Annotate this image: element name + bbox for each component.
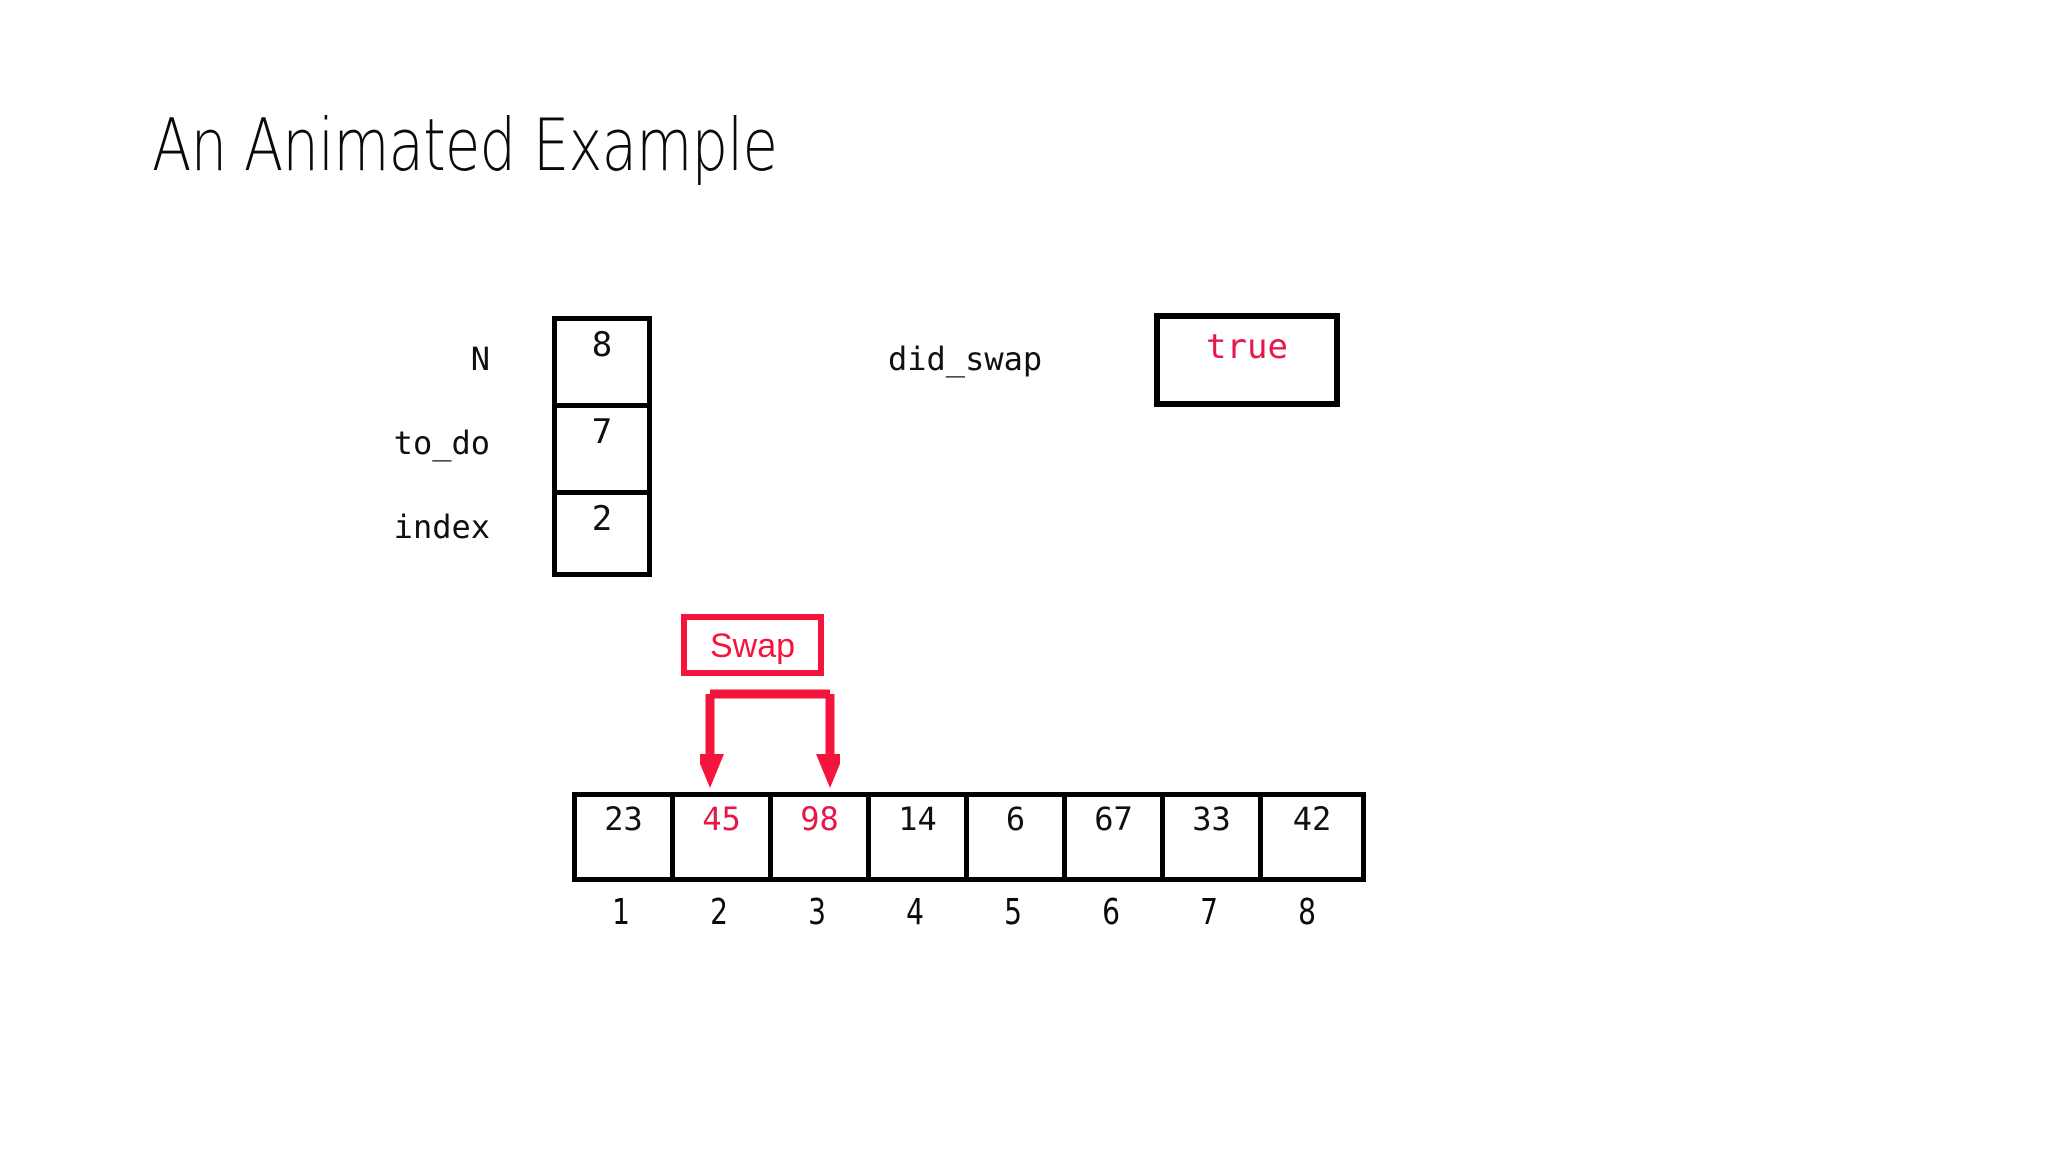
array-index-label: 4 <box>906 892 924 933</box>
array-index-label: 5 <box>1004 892 1022 933</box>
variable-value-n: 8 <box>591 325 613 365</box>
array-index-label: 2 <box>710 892 728 933</box>
array-cell: 6 <box>969 797 1067 877</box>
array-row: 23 45 98 14 6 67 33 42 <box>572 792 1366 882</box>
array-cell-value: 67 <box>1094 800 1133 838</box>
array-index-label: 3 <box>808 892 826 933</box>
array-index-label: 8 <box>1298 892 1316 933</box>
array-cell-value: 6 <box>1005 800 1026 838</box>
variable-box-index: 2 <box>552 490 652 577</box>
variable-label-index: index <box>393 508 490 546</box>
array-cell-value: 98 <box>800 800 839 838</box>
variable-value-index: 2 <box>591 499 613 539</box>
variable-box-n: 8 <box>552 316 652 403</box>
did-swap-label: did_swap <box>888 340 1043 378</box>
array-cell: 23 <box>577 797 675 877</box>
variable-label-n: N <box>470 340 490 378</box>
swap-callout-label: Swap <box>709 627 796 665</box>
array-cell-value: 23 <box>604 800 643 838</box>
array-cell-value: 33 <box>1192 800 1231 838</box>
did-swap-value: true <box>1206 327 1288 367</box>
variable-label-to-do: to_do <box>393 424 490 462</box>
variable-stack: 8 7 2 <box>552 316 652 577</box>
variable-value-to-do: 7 <box>591 412 613 452</box>
array-cell: 45 <box>675 797 773 877</box>
array-index-label: 1 <box>612 892 630 933</box>
array-cell: 14 <box>871 797 969 877</box>
array-cell: 67 <box>1067 797 1165 877</box>
array-cell-value: 42 <box>1292 800 1332 838</box>
array-cell-value: 14 <box>898 800 937 838</box>
array-index-label: 7 <box>1200 892 1218 933</box>
array-cell: 33 <box>1165 797 1263 877</box>
array-cell: 98 <box>773 797 871 877</box>
swap-callout-box: Swap <box>681 614 824 676</box>
array-index-row: 1 2 3 4 5 6 7 8 <box>572 892 1356 933</box>
swap-arrows-icon <box>700 689 840 788</box>
did-swap-box: true <box>1154 313 1340 407</box>
variable-box-to-do: 7 <box>552 403 652 490</box>
array-cell-value: 45 <box>702 800 741 838</box>
array-cell: 42 <box>1263 797 1361 877</box>
page-title: An Animated Example <box>152 103 778 187</box>
array-index-label: 6 <box>1102 892 1120 933</box>
